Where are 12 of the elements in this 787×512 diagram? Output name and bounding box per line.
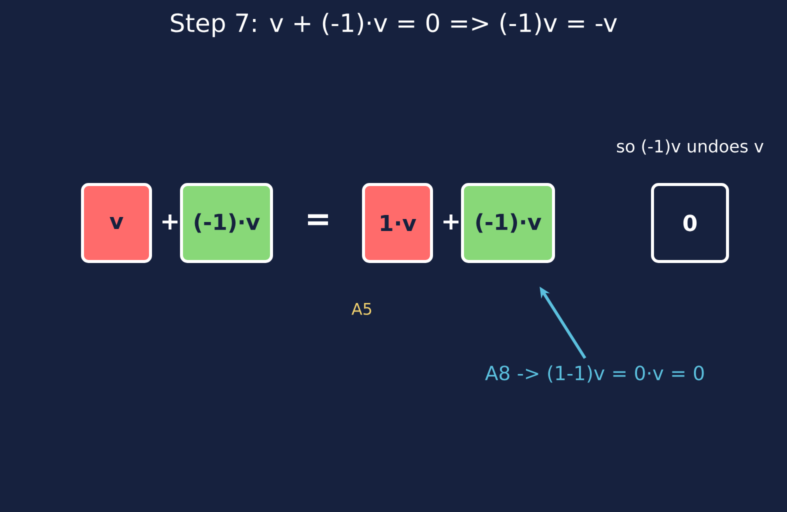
term-box: v [81,183,152,263]
annotation-text: A8 -> (1-1)v = 0·v = 0 [485,365,704,383]
term-box: (-1)·v [180,183,273,263]
term-box: (-1)·v [461,183,555,263]
annotation-text: A5 [352,303,372,315]
equals-sign: = [308,214,328,226]
plus-sign: + [444,214,459,230]
term-box: 1·v [362,183,433,263]
plus-sign: + [162,214,178,230]
title: Step 7: v + (-1)·v = 0 => (-1)v = -v [170,12,617,38]
caption-text: so (-1)v undoes v [617,139,764,155]
result-box: 0 [651,183,729,263]
